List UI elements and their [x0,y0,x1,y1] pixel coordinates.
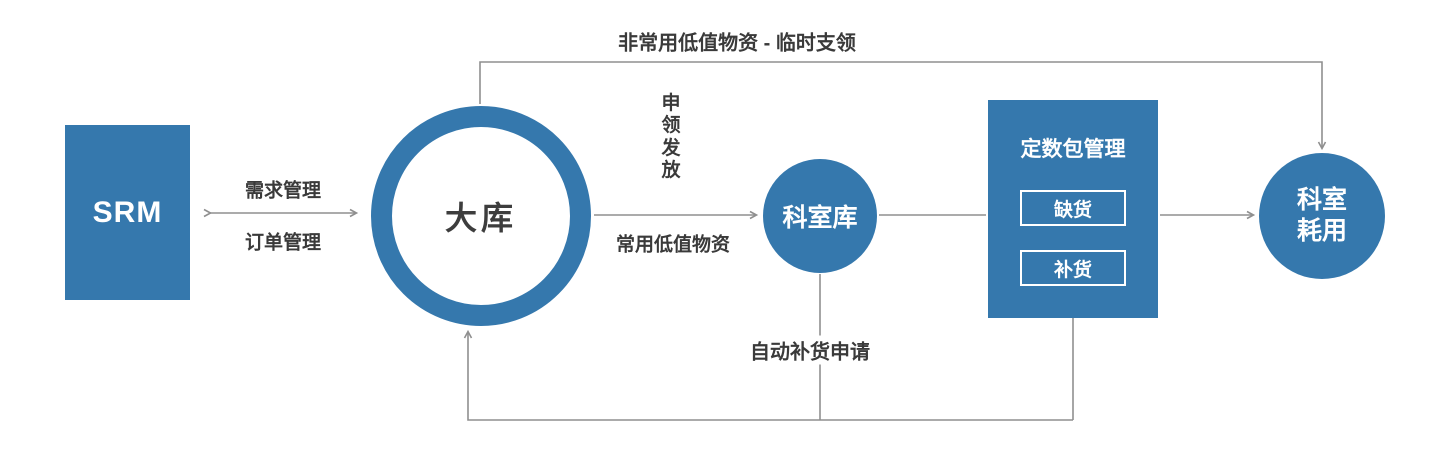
node-dept-warehouse-label: 科室库 [782,204,858,232]
label-apply-issue: 申 领 发 放 [661,93,681,182]
node-dept-consumption-label: 科室 耗用 [1296,185,1347,245]
package-item-replenish-label: 补货 [1053,259,1092,281]
label-demand-mgmt: 需求管理 [244,180,322,202]
label-auto-replenish: 自动补货申请 [742,335,878,365]
node-dept-consumption: 科室 耗用 [1259,153,1385,279]
package-mgmt-title: 定数包管理 [1020,138,1126,161]
node-main-warehouse-label: 大库 [444,200,517,236]
node-package-mgmt: 定数包管理 缺货 补货 [988,100,1158,318]
node-srm-label: SRM [92,195,163,229]
node-main-warehouse: 大库 [371,106,591,326]
label-common-materials: 常用低值物资 [615,234,731,256]
package-item-replenish: 补货 [1020,250,1126,286]
edge-top-temporary-requisition [479,61,1327,151]
node-srm: SRM [65,125,190,300]
node-dept-warehouse: 科室库 [763,159,877,273]
package-item-shortage-label: 缺货 [1053,199,1092,221]
label-order-mgmt: 订单管理 [244,232,322,254]
label-uncommon-materials: 非常用低值物资 - 临时支领 [618,32,856,55]
package-item-shortage: 缺货 [1020,190,1126,226]
edge-bottom-return-mainwarehouse [463,329,1073,421]
